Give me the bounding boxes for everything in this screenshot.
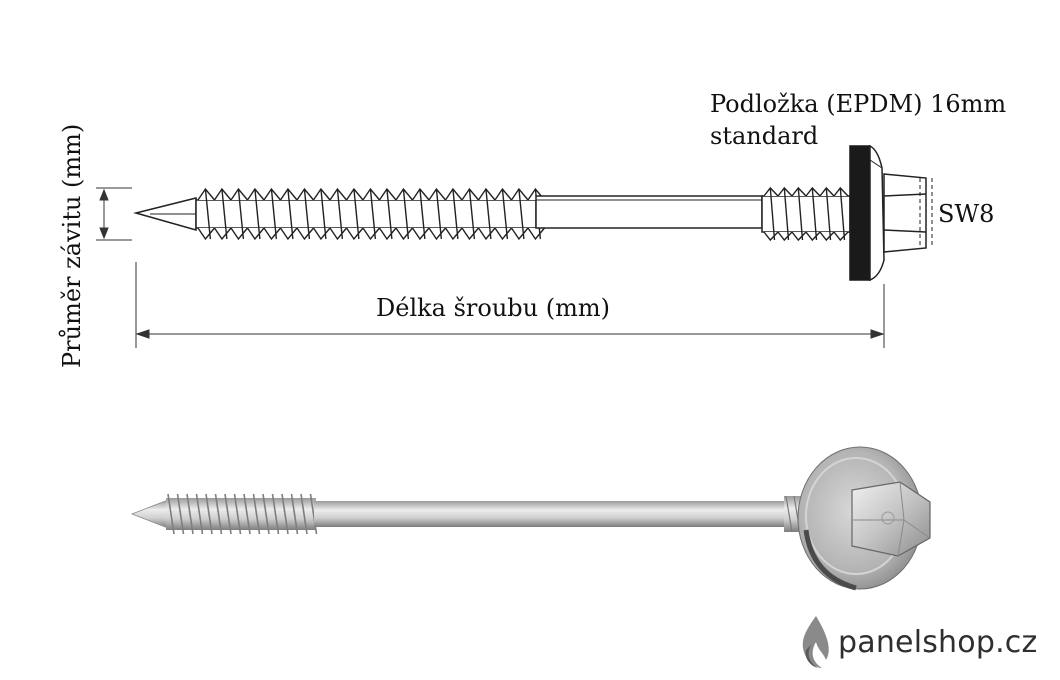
- thread-tooth: [791, 186, 807, 242]
- washer-label: Podložka (EPDM) 16mm standard: [710, 88, 1006, 152]
- epdm-washer-drawing: [849, 145, 871, 281]
- thread-tooth: [805, 186, 821, 242]
- thread-tooth: [461, 187, 480, 241]
- hex-head-drawing: [883, 173, 927, 253]
- threaded-section-drawing: [195, 199, 537, 229]
- washer-label-line2: standard: [710, 122, 819, 150]
- photo-thread-tooth: [167, 493, 175, 535]
- screw-length-label: Délka šroubu (mm): [376, 294, 610, 322]
- screw-photo: [130, 446, 931, 591]
- photo-thread-tooth: [300, 493, 308, 535]
- thread-tooth: [296, 187, 315, 241]
- technical-drawing: [133, 144, 933, 282]
- thread-tooth: [246, 187, 265, 241]
- thread-tooth: [777, 186, 793, 242]
- wrench-size-label: SW8: [938, 200, 995, 228]
- upper-thread-drawing: [761, 195, 851, 233]
- thread-tooth: [197, 187, 216, 241]
- brand-name: panelshop.cz: [838, 624, 1038, 660]
- photo-thread-tooth: [176, 493, 185, 535]
- photo-thread-tooth: [233, 493, 242, 535]
- photo-thread-tooth: [205, 493, 213, 535]
- thread-tooth: [345, 187, 364, 241]
- thread-tooth: [819, 186, 835, 242]
- photo-thread-tooth: [281, 493, 289, 535]
- thread-tooth: [230, 187, 249, 241]
- smooth-shank-drawing: [535, 195, 763, 229]
- metal-washer-drawing: [869, 144, 885, 282]
- thread-tooth: [510, 187, 529, 241]
- photo-thread-tooth: [290, 493, 299, 535]
- thread-tooth: [312, 187, 331, 241]
- photo-thread-tooth: [271, 493, 280, 535]
- thread-tooth: [494, 187, 513, 241]
- thread-tooth: [378, 187, 397, 241]
- flame-logo-icon: [802, 616, 829, 668]
- photo-thread-tooth: [224, 493, 232, 535]
- thread-tooth: [428, 187, 447, 241]
- screw-photo-shaft: [314, 501, 790, 527]
- thread-tooth: [362, 187, 381, 241]
- thread-tooth: [329, 187, 348, 241]
- thread-tooth: [279, 187, 298, 241]
- thread-tooth: [395, 187, 414, 241]
- screw-photo-thread-teeth: [167, 493, 318, 535]
- thread-tooth: [263, 187, 282, 241]
- photo-thread-tooth: [309, 493, 318, 535]
- thread-tooth: [411, 187, 430, 241]
- photo-thread-tooth: [195, 493, 204, 535]
- screw-photo-tip: [130, 499, 169, 529]
- thread-tooth: [833, 186, 849, 242]
- photo-thread-tooth: [186, 493, 194, 535]
- thread-diameter-label: Průměr závitu (mm): [58, 123, 86, 368]
- thread-teeth-right: [763, 186, 849, 242]
- thread-tooth: [213, 187, 232, 241]
- thread-tooth: [763, 186, 779, 242]
- photo-thread-tooth: [252, 493, 261, 535]
- diameter-dimension: [96, 187, 132, 241]
- photo-thread-tooth: [214, 493, 223, 535]
- photo-thread-tooth: [243, 493, 251, 535]
- thread-tooth: [477, 187, 496, 241]
- length-dimension: [135, 262, 885, 348]
- thread-tooth: [444, 187, 463, 241]
- washer-label-line1: Podložka (EPDM) 16mm: [710, 90, 1007, 118]
- brand-logo: panelshop.cz: [798, 612, 1037, 672]
- photo-thread-tooth: [262, 493, 270, 535]
